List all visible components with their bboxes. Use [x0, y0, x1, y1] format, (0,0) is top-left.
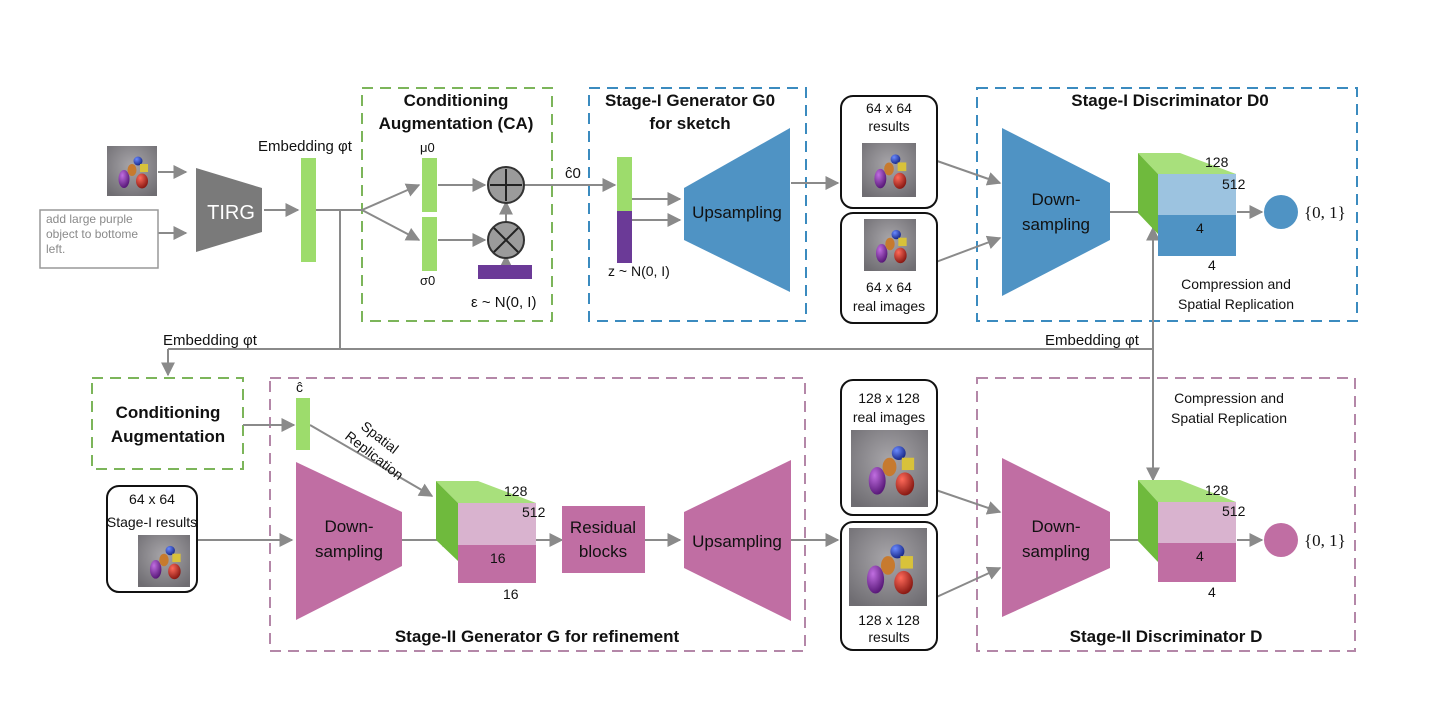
ca-frame — [361, 87, 553, 322]
input-text: add large purple object to bottome left. — [46, 212, 139, 256]
tirg-label: TIRG — [207, 202, 255, 224]
c0-label: ĉ0 — [565, 165, 581, 182]
mu-bar — [422, 158, 437, 212]
upsampling1-block — [684, 128, 790, 292]
stage2-gen-cube — [436, 481, 536, 583]
input-text-box — [39, 209, 159, 269]
embedding-right-label: Embedding φt — [1045, 332, 1140, 349]
ca-title-line1: Conditioning — [404, 91, 509, 110]
dims3-b: 512 — [1222, 503, 1246, 519]
stage2-discriminator-frame — [976, 377, 1356, 652]
results64-line2: results — [868, 118, 909, 134]
downsampling2-block — [296, 462, 402, 620]
stage1-disc-title: Stage-I Discriminator D0 — [1071, 91, 1268, 110]
downsampling1-line1: Down- — [1031, 190, 1080, 209]
embedding-top-label: Embedding φt — [258, 138, 353, 155]
results128-image — [849, 528, 927, 606]
dims1-c: 4 — [1196, 220, 1204, 236]
tirg-block — [196, 168, 262, 252]
stage1-gen-title-line2: for sketch — [649, 114, 730, 133]
ca2-line2: Augmentation — [111, 427, 225, 446]
residual-line1: Residual — [570, 518, 636, 537]
epsilon-label: ε ~ N(0, I) — [471, 294, 536, 311]
real128-line1: 128 x 128 — [858, 390, 920, 406]
compression1-line2: Spatial Replication — [1178, 296, 1294, 312]
dims1-d: 4 — [1208, 257, 1216, 273]
ca2-line1: Conditioning — [116, 403, 221, 422]
compression2-line2: Spatial Replication — [1171, 410, 1287, 426]
z-bar — [617, 211, 632, 263]
compression1-line1: Compression and — [1181, 276, 1291, 292]
dims3-d: 4 — [1208, 584, 1216, 600]
c-hat-label: ĉ — [296, 379, 303, 395]
dims1-b: 512 — [1222, 176, 1246, 192]
ca-title-line2: Augmentation (CA) — [379, 114, 534, 133]
dims3-c: 4 — [1196, 548, 1204, 564]
add-op-icon — [487, 166, 525, 204]
downsampling3-line2: sampling — [1022, 542, 1090, 561]
downsampling3-block — [1002, 458, 1110, 617]
multiply-op-icon — [487, 221, 525, 259]
stage1-disc-cube — [1138, 153, 1236, 256]
results128-line1: 128 x 128 — [858, 612, 920, 628]
real64-line1: 64 x 64 — [866, 279, 912, 295]
results128-line2: results — [868, 629, 909, 645]
downsampling2-line2: sampling — [315, 542, 383, 561]
output1-label: {0, 1} — [1304, 203, 1346, 222]
embedding-left-label: Embedding φt — [163, 332, 258, 349]
dims2-d: 16 — [503, 586, 519, 602]
dims2-c: 16 — [490, 550, 506, 566]
dims1-a: 128 — [1205, 154, 1229, 170]
stage1-generator-frame — [588, 87, 807, 322]
epsilon-bar — [478, 265, 532, 279]
stage1-discriminator-frame — [976, 87, 1358, 322]
residual-line2: blocks — [579, 542, 627, 561]
stage2-gen-title: Stage-II Generator G for refinement — [395, 627, 680, 646]
dims2-a: 128 — [504, 483, 528, 499]
stage1-results-image — [138, 535, 190, 587]
downsampling3-line1: Down- — [1031, 517, 1080, 536]
real128-image — [851, 430, 928, 507]
c0-bar — [617, 157, 632, 211]
stage1-results-line1: 64 x 64 — [129, 491, 175, 507]
z-label: z ~ N(0, I) — [608, 263, 670, 279]
compression2-line1: Compression and — [1174, 390, 1284, 406]
results64-line1: 64 x 64 — [866, 100, 912, 116]
output2-label: {0, 1} — [1304, 531, 1346, 550]
c-hat-bar — [296, 398, 310, 450]
input-image — [107, 146, 157, 196]
ca2-frame — [91, 377, 244, 470]
stage2-disc-cube — [1138, 480, 1236, 582]
residual-blocks — [562, 506, 645, 573]
real64-line2: real images — [853, 298, 925, 314]
upsampling2-label: Upsampling — [692, 532, 782, 551]
upsampling1-label: Upsampling — [692, 203, 782, 222]
mu-label: μ0 — [420, 140, 435, 155]
embedding-bar — [301, 158, 316, 262]
upsampling2-block — [684, 460, 791, 621]
stage1-results-line2: Stage-I results — [107, 514, 197, 530]
downsampling1-block — [1002, 128, 1110, 296]
output1-circle — [1264, 195, 1298, 229]
sigma-label: σ0 — [420, 273, 435, 288]
real64-image — [864, 219, 916, 271]
stage2-disc-title: Stage-II Discriminator D — [1070, 627, 1263, 646]
stage2-generator-frame — [269, 377, 806, 652]
sigma-bar — [422, 217, 437, 271]
dims3-a: 128 — [1205, 482, 1229, 498]
real128-line2: real images — [853, 409, 925, 425]
downsampling1-line2: sampling — [1022, 215, 1090, 234]
dims2-b: 512 — [522, 504, 546, 520]
output2-circle — [1264, 523, 1298, 557]
results64-image — [862, 143, 916, 197]
downsampling2-line1: Down- — [324, 517, 373, 536]
stage1-gen-title-line1: Stage-I Generator G0 — [605, 91, 775, 110]
